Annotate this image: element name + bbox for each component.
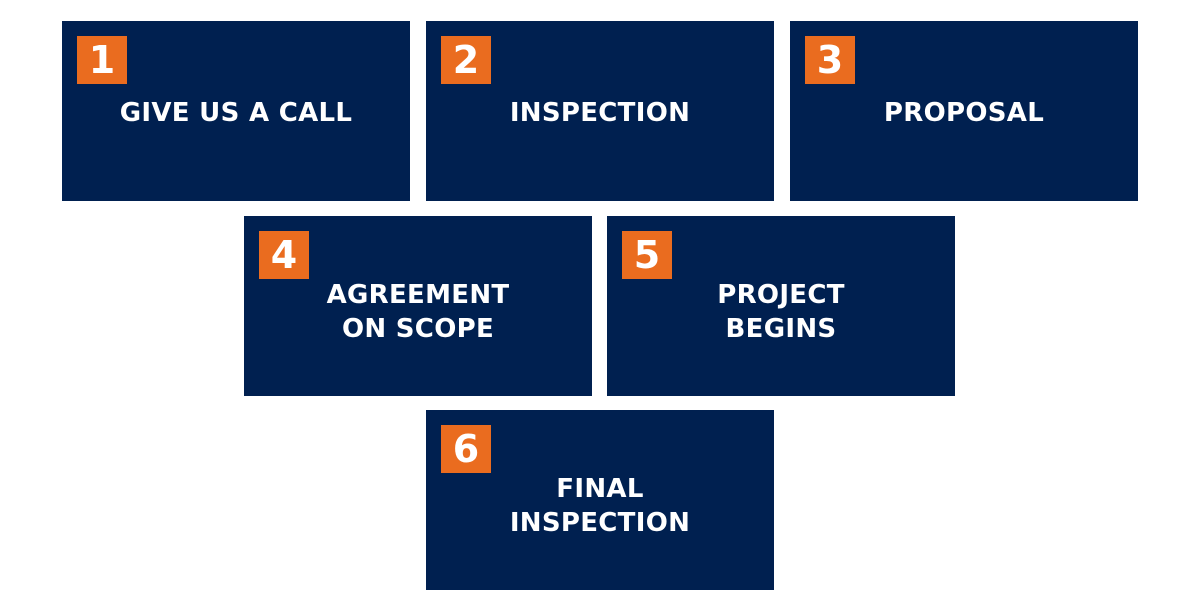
step-number-badge: 4: [259, 231, 309, 279]
step-title: INSPECTION: [509, 98, 691, 128]
step-number-badge: 5: [622, 231, 672, 279]
step-number-badge: 2: [441, 36, 491, 84]
step-card-3: 3 PROPOSAL: [790, 21, 1138, 201]
step-number-badge: 3: [805, 36, 855, 84]
step-title: PROPOSAL: [883, 98, 1045, 128]
step-number-badge: 6: [441, 425, 491, 473]
step-title: PROJECT BEGINS: [717, 280, 845, 344]
step-card-4: 4 AGREEMENT ON SCOPE: [244, 216, 592, 396]
step-title: AGREEMENT ON SCOPE: [326, 280, 510, 344]
step-card-1: 1 GIVE US A CALL: [62, 21, 410, 201]
step-title: GIVE US A CALL: [119, 98, 353, 128]
step-card-5: 5 PROJECT BEGINS: [607, 216, 955, 396]
step-title: FINAL INSPECTION: [509, 474, 691, 538]
step-card-6: 6 FINAL INSPECTION: [426, 410, 774, 590]
step-card-2: 2 INSPECTION: [426, 21, 774, 201]
step-number-badge: 1: [77, 36, 127, 84]
